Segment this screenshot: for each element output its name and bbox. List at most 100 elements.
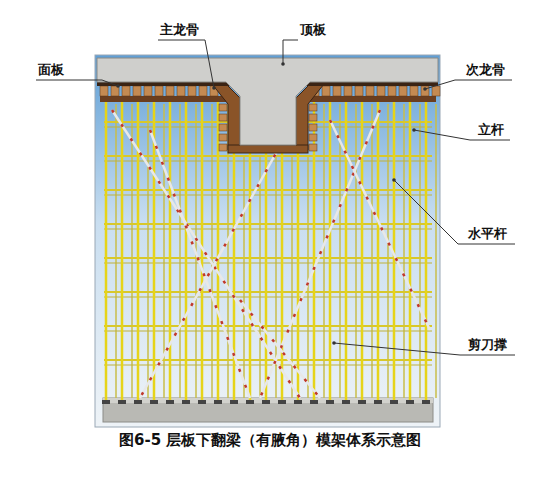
base-plate <box>358 400 366 404</box>
back-pole <box>339 104 341 398</box>
secondary-joist <box>410 86 418 96</box>
vertical-pole <box>185 102 188 400</box>
vertical-pole <box>377 102 380 400</box>
beam-form <box>212 84 240 150</box>
leader-line <box>283 40 298 64</box>
base-plate <box>118 400 126 404</box>
scissor-brace <box>150 130 250 398</box>
beam-form <box>228 145 308 153</box>
secondary-joist <box>133 86 141 96</box>
vertical-pole <box>281 152 284 400</box>
base-plate <box>406 400 414 404</box>
vertical-pole <box>105 102 108 400</box>
secondary-joist <box>100 86 108 96</box>
secondary-joist <box>155 86 163 96</box>
secondary-joist <box>355 86 363 96</box>
leader-line <box>394 180 515 244</box>
part-label: 顶板 <box>300 21 326 38</box>
base-plate <box>102 400 110 404</box>
back-pole <box>259 155 261 398</box>
vertical-pole <box>169 102 172 400</box>
secondary-joist <box>177 86 185 96</box>
back-pole <box>147 104 149 398</box>
art-part <box>219 124 227 131</box>
leader-dot <box>332 341 336 345</box>
art-part <box>309 144 317 151</box>
vertical-pole <box>265 152 268 400</box>
leader-line <box>36 80 118 86</box>
part-label: 剪刀撑 <box>468 336 507 353</box>
scissor-brace <box>150 130 250 398</box>
part-label: 立杆 <box>478 121 504 138</box>
secondary-joist <box>344 86 352 96</box>
base-plate <box>262 400 270 404</box>
back-pole <box>243 155 245 398</box>
back-pole <box>115 104 117 398</box>
art-part <box>219 134 227 141</box>
back-pole <box>355 104 357 398</box>
vertical-pole <box>361 102 364 400</box>
art-part <box>219 104 227 111</box>
art-part <box>309 114 317 121</box>
secondary-joist <box>122 86 130 96</box>
leader-dot <box>281 62 285 66</box>
secondary-joist <box>144 86 152 96</box>
beam-form <box>296 84 324 150</box>
vertical-pole <box>121 102 124 400</box>
back-pole <box>435 104 437 398</box>
back-pole <box>403 104 405 398</box>
base-plate <box>310 400 318 404</box>
base-plate <box>134 400 142 404</box>
base-plate <box>390 400 398 404</box>
secondary-joist <box>366 86 374 96</box>
back-pole <box>211 104 213 398</box>
secondary-joist <box>421 86 429 96</box>
back-pole <box>387 104 389 398</box>
secondary-joist <box>432 86 440 96</box>
vertical-pole <box>233 152 236 400</box>
base-plate <box>294 400 302 404</box>
secondary-joist <box>322 86 330 96</box>
leader-dot <box>423 87 427 91</box>
vertical-pole <box>329 102 332 400</box>
base-plate <box>326 400 334 404</box>
part-label: 主龙骨 <box>160 21 199 38</box>
back-pole <box>371 104 373 398</box>
back-pole <box>131 104 133 398</box>
back-pole <box>323 104 325 398</box>
back-pole <box>179 104 181 398</box>
back-pole <box>307 155 309 398</box>
base-plate <box>150 400 158 404</box>
base-plate <box>166 400 174 404</box>
leader-line <box>425 80 512 89</box>
base-plate <box>278 400 286 404</box>
base-plate <box>422 400 430 404</box>
base-plate <box>246 400 254 404</box>
scissor-brace <box>240 300 320 398</box>
ground-slab <box>103 398 433 422</box>
base-plate <box>182 400 190 404</box>
vertical-pole <box>425 102 428 400</box>
base-plate <box>230 400 238 404</box>
scaffold <box>97 58 440 422</box>
vertical-pole <box>409 102 412 400</box>
scissor-brace <box>330 120 430 330</box>
figure-caption: 图6-5 层板下翻梁（有腋角）模架体系示意图 <box>119 431 421 450</box>
scissor-brace <box>240 300 320 398</box>
base-plate <box>214 400 222 404</box>
art-part <box>309 124 317 131</box>
part-label: 面板 <box>38 61 64 78</box>
leader-dot <box>392 178 396 182</box>
main-joist <box>310 96 436 102</box>
secondary-joist <box>399 86 407 96</box>
art-part <box>219 144 227 151</box>
vertical-pole <box>153 102 156 400</box>
leader-line <box>158 40 214 88</box>
part-label: 水平杆 <box>468 225 507 242</box>
vertical-pole <box>249 152 252 400</box>
concrete-slab <box>97 58 438 145</box>
background-frame <box>95 55 440 427</box>
secondary-joist <box>199 86 207 96</box>
